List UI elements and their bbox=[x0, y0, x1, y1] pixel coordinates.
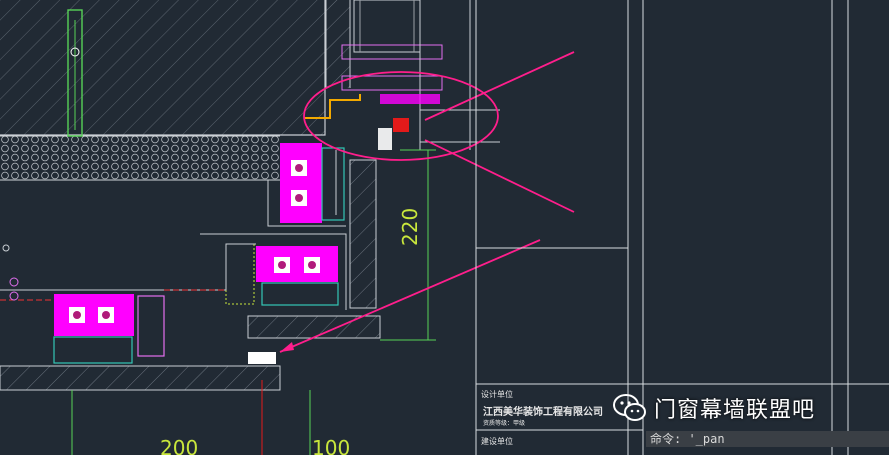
wechat-icon bbox=[613, 394, 646, 421]
bracket-upper bbox=[280, 143, 345, 223]
title-block-grid bbox=[475, 0, 889, 455]
right-column bbox=[305, 0, 500, 150]
bracket-lower bbox=[53, 294, 165, 364]
bracket-middle bbox=[225, 243, 339, 306]
dimension-horizontal-left-label: 200 bbox=[160, 436, 199, 455]
command-line[interactable]: 命令: '_pan bbox=[646, 431, 889, 447]
insulation-band bbox=[0, 135, 280, 181]
steel-channel bbox=[335, 150, 377, 309]
watermark-text: 门窗幕墙联盟吧 bbox=[654, 398, 816, 423]
floor-outline bbox=[0, 180, 381, 391]
concrete-slab-upper bbox=[0, 0, 326, 136]
watermark: 门窗幕墙联盟吧 bbox=[612, 392, 815, 424]
company-name: 江西美华装饰工程有限公司 bbox=[483, 407, 603, 418]
dimension-vertical-label: 220 bbox=[398, 207, 422, 246]
anchor-bolt bbox=[67, 9, 83, 137]
design-unit-label: 设计单位 bbox=[481, 390, 513, 399]
company-sub: 资质等级：甲级 bbox=[483, 420, 526, 427]
construction-unit-label: 建设单位 bbox=[481, 437, 513, 446]
dimension-horizontal-right-label: 100 bbox=[312, 436, 351, 455]
highlight-annotation bbox=[279, 51, 575, 353]
axis-markers bbox=[2, 244, 311, 455]
vertical-dimension bbox=[380, 149, 436, 341]
